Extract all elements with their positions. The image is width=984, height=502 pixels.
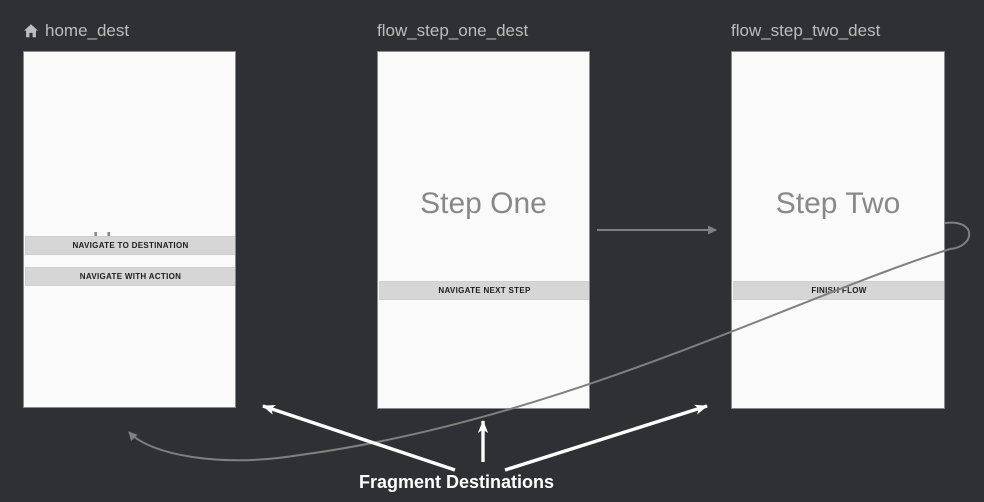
- destination-label-text: flow_step_one_dest: [377, 21, 529, 40]
- destination-label-text: home_dest: [45, 21, 130, 40]
- screen-title-step-two: Step Two: [775, 187, 901, 220]
- finish-flow-button[interactable]: FINISH FLOW: [733, 281, 944, 300]
- caption-fragment-destinations: Fragment Destinations: [359, 472, 555, 492]
- destination-label-flow-step-two-dest: flow_step_two_dest: [731, 21, 880, 41]
- navigate-next-step-button[interactable]: NAVIGATE NEXT STEP: [379, 281, 589, 300]
- destination-preview-flow-step-two-dest[interactable]: Step Two FINISH FLOW: [731, 51, 945, 409]
- destination-preview-flow-step-one-dest[interactable]: Step One NAVIGATE NEXT STEP: [377, 51, 590, 409]
- destination-label-text: flow_step_two_dest: [731, 21, 881, 40]
- home-icon: [23, 23, 39, 39]
- destination-label-home-dest: home_dest: [23, 21, 129, 41]
- navigate-to-destination-button[interactable]: NAVIGATE TO DESTINATION: [25, 236, 235, 255]
- screen-title-step-one: Step One: [420, 187, 547, 220]
- destination-label-flow-step-one-dest: flow_step_one_dest: [377, 21, 528, 41]
- destination-preview-home-dest[interactable]: Home NAVIGATE TO DESTINATION NAVIGATE WI…: [23, 51, 236, 408]
- navigate-with-action-button[interactable]: NAVIGATE WITH ACTION: [25, 267, 235, 286]
- connector-step-two-loop: [944, 221, 971, 250]
- annotation-arrow-home-dest: [262, 404, 456, 472]
- annotation-arrow-flow-step-two-dest: [504, 404, 708, 472]
